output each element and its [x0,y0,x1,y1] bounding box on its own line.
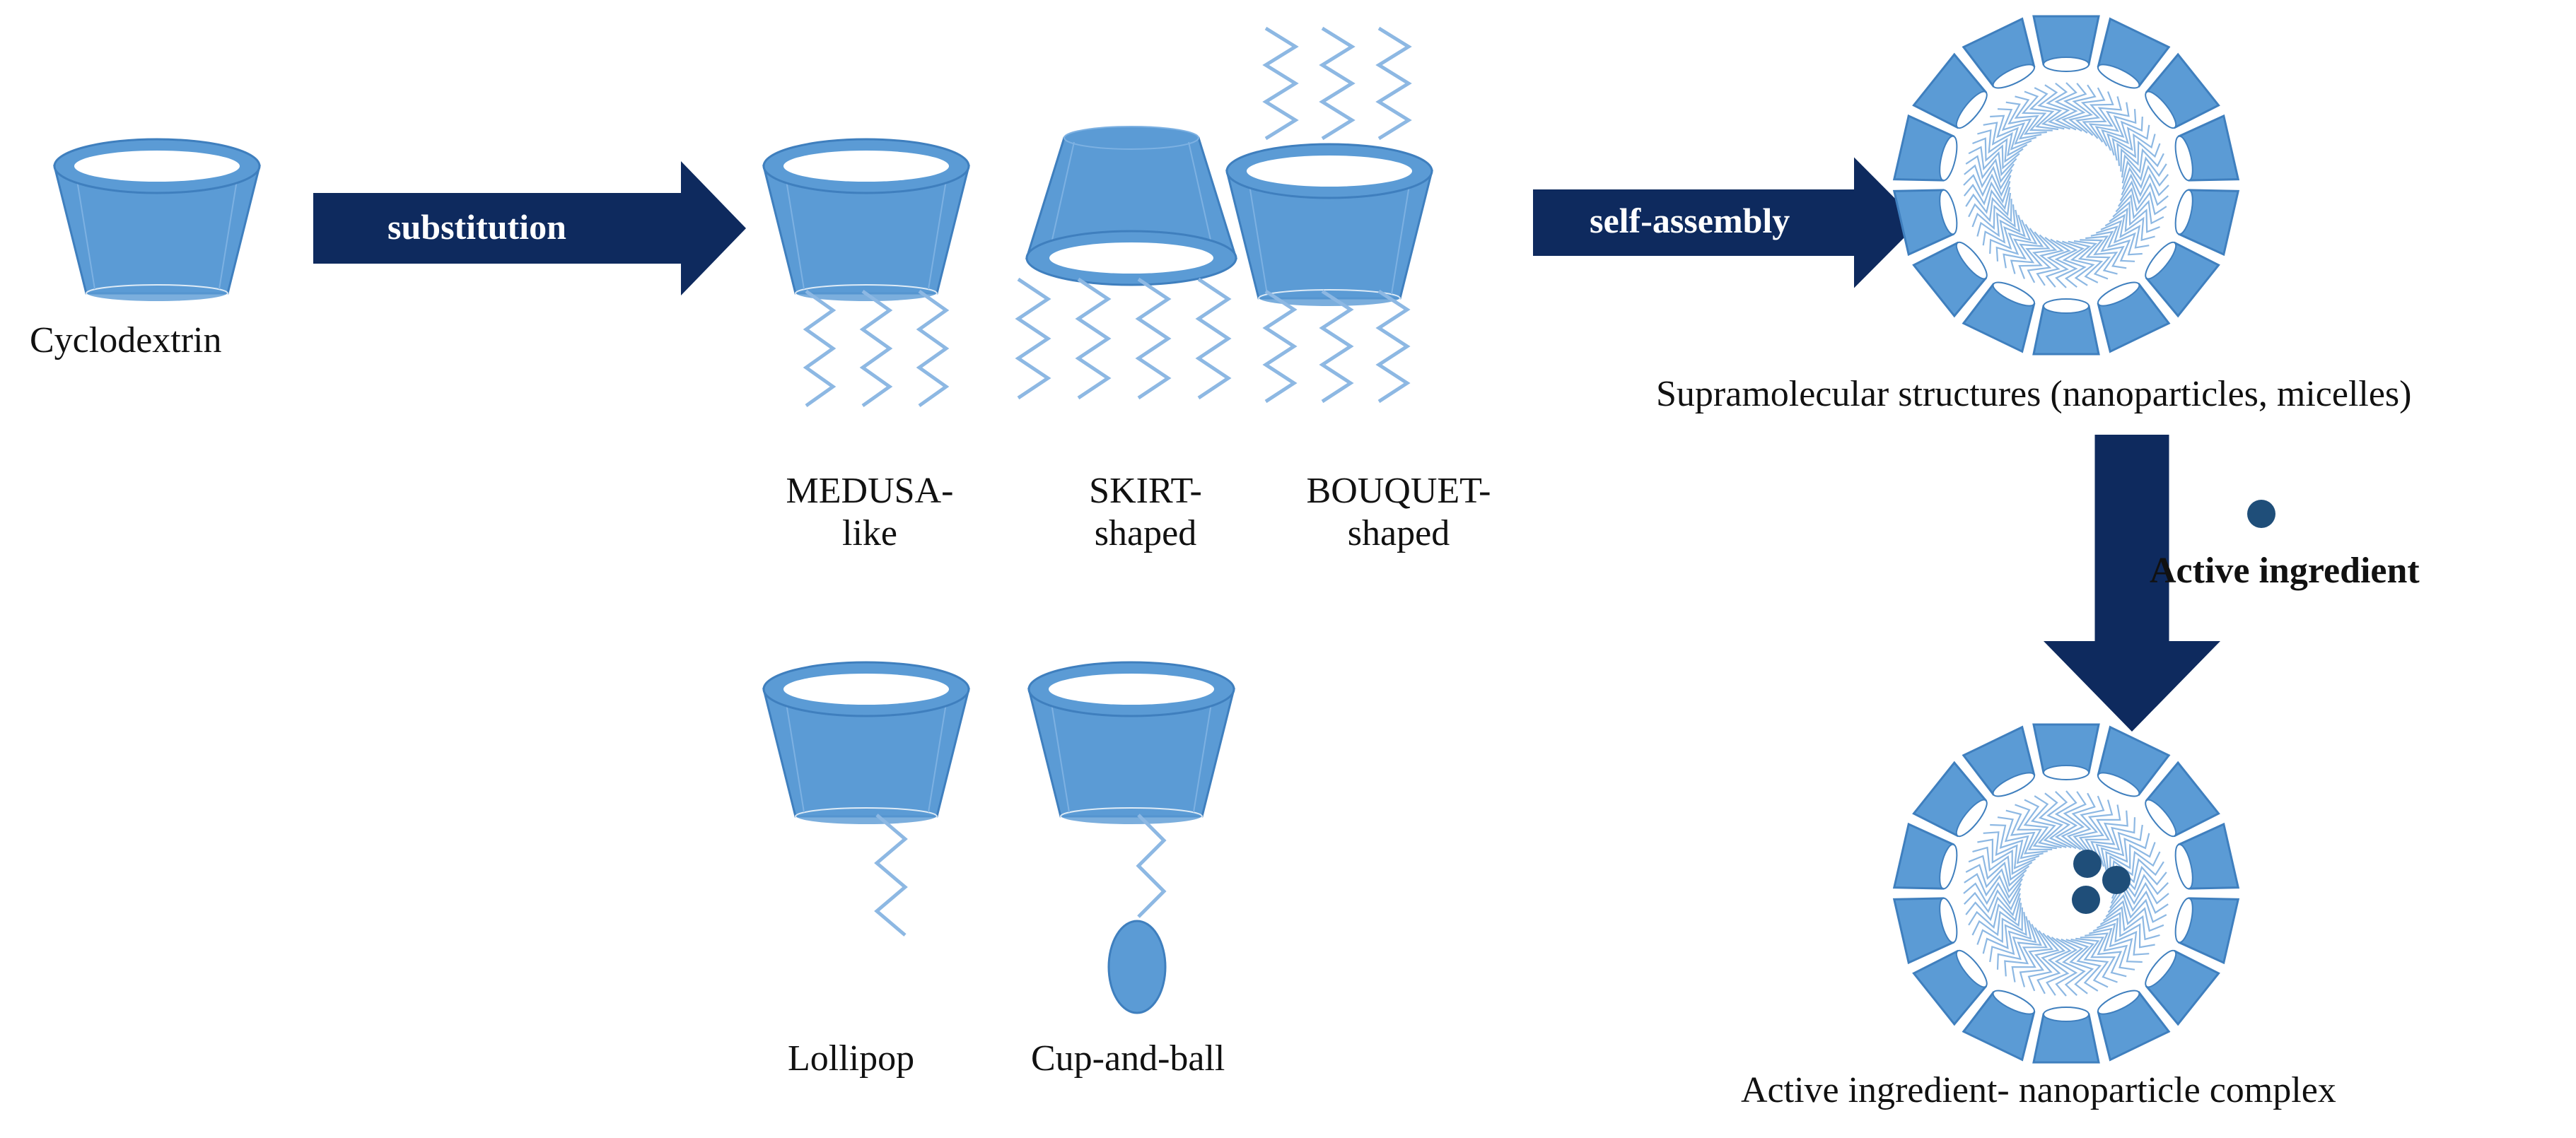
skirt-label-line1: SKIRT- [1089,471,1202,511]
nanoparticle-ring-icon [1892,15,2240,356]
bouquet-label-line2: shaped [1347,512,1450,553]
active-ingredient-dot [2102,866,2131,894]
active-ingredient-dot-icon [2247,500,2275,528]
bouquet-label-line1: BOUQUET- [1306,471,1491,511]
active-ingredient-dot [2073,850,2102,878]
substitution-arrow-label: substitution [387,207,566,247]
skirt-shaped-cup-icon [1025,126,1238,286]
bouquet-shaped-cup-icon [1225,143,1433,307]
cup-and-ball-cup-icon [1027,661,1235,826]
cup-and-ball-chain-icon [1107,814,1167,1014]
self-assembly-arrow [1533,157,1919,288]
cup-and-ball-label: Cup-and-ball [1031,1038,1225,1079]
lollipop-chain-icon [874,814,908,937]
active-ingredient-label: Active ingredient [2150,551,2420,591]
complex-label: Active ingredient- nanoparticle complex [1741,1070,2336,1110]
skirt-label-line2: shaped [1094,512,1197,553]
supramolecular-label: Supramolecular structures (nanoparticles… [1656,374,2412,414]
medusa-label-line2: like [842,512,897,553]
cyclodextrin-cup-icon [53,138,261,303]
self-assembly-arrow-label: self-assembly [1590,201,1790,240]
skirt-chains-icon [1015,277,1232,400]
down-arrow [2044,435,2220,732]
medusa-label: MEDUSA- like [707,470,1032,555]
lollipop-cup-icon [762,661,970,826]
medusa-like-cup-icon [762,138,970,303]
medusa-label-line1: MEDUSA- [786,471,954,511]
medusa-chains-icon [803,289,950,408]
substitution-arrow [313,161,746,295]
active-ingredient-dot [2072,886,2100,914]
cyclodextrin-label: Cyclodextrin [30,320,222,360]
skirt-label: SKIRT- shaped [983,470,1308,555]
lollipop-label: Lollipop [788,1038,915,1079]
nanoparticle-complex-ring-icon [1892,723,2240,1064]
bouquet-label: BOUQUET- shaped [1236,470,1561,555]
bouquet-chains-icon [1262,26,1412,404]
